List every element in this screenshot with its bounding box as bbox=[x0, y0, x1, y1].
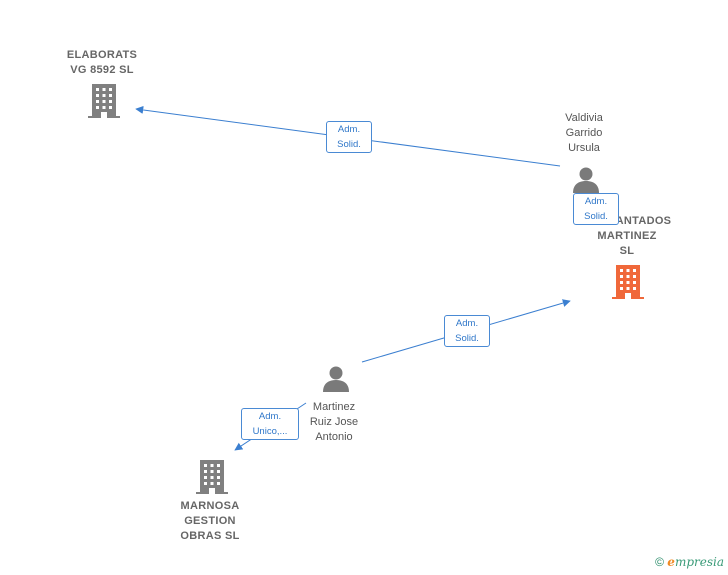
badge-line: Solid. bbox=[584, 211, 608, 222]
label-line: Antonio bbox=[315, 431, 353, 443]
building-icon[interactable] bbox=[196, 460, 228, 494]
badge-line: Adm. bbox=[584, 196, 608, 207]
badge-line: Unico,... bbox=[252, 426, 288, 437]
badge-line: Adm. bbox=[337, 124, 361, 135]
brand-initial: e bbox=[667, 555, 675, 569]
brand-rest: mpresia bbox=[674, 555, 724, 569]
badge-line: Adm. bbox=[455, 318, 479, 329]
label-line: ELABORATS bbox=[66, 49, 138, 61]
label-line: Garrido bbox=[565, 127, 603, 139]
empresia-logo: empresia bbox=[667, 555, 724, 569]
badge-line: Solid. bbox=[337, 139, 361, 150]
building-icon[interactable] bbox=[88, 84, 120, 118]
empresia-watermark: © empresia bbox=[655, 555, 724, 569]
copyright-symbol: © bbox=[655, 555, 664, 569]
edge-badge-valdivia-elaborats[interactable]: Adm. Solid. bbox=[326, 121, 372, 153]
badge-line: Solid. bbox=[455, 333, 479, 344]
label-line: MARTINEZ bbox=[597, 230, 657, 242]
badge-line: Adm. bbox=[258, 411, 282, 422]
label-line: Ursula bbox=[568, 142, 600, 154]
person-icon[interactable] bbox=[323, 366, 349, 393]
edge-badge-martinez-marnosa[interactable]: Adm. Unico,... bbox=[241, 408, 299, 440]
company-label-elaborats[interactable]: ELABORATS VG 8592 SL bbox=[50, 48, 154, 78]
edge-badge-martinez-desmantados[interactable]: Adm. Solid. bbox=[444, 315, 490, 347]
label-line: SL bbox=[619, 245, 635, 257]
company-label-marnosa[interactable]: MARNOSA GESTION OBRAS SL bbox=[160, 499, 260, 544]
label-line: Martinez bbox=[312, 401, 356, 413]
label-line: VG 8592 SL bbox=[70, 64, 134, 76]
label-line: Ruiz Jose bbox=[309, 416, 359, 428]
label-line: Valdivia bbox=[565, 112, 603, 124]
label-line: OBRAS SL bbox=[180, 530, 240, 542]
person-label-martinez[interactable]: Martinez Ruiz Jose Antonio bbox=[294, 400, 374, 445]
edge-badge-valdivia-desmantados[interactable]: Adm. Solid. bbox=[573, 193, 619, 225]
building-icon[interactable] bbox=[612, 265, 644, 299]
person-label-valdivia[interactable]: Valdivia Garrido Ursula bbox=[544, 111, 624, 156]
label-line: GESTION bbox=[184, 515, 236, 527]
label-line: MARNOSA bbox=[180, 500, 240, 512]
person-icon[interactable] bbox=[573, 167, 599, 194]
